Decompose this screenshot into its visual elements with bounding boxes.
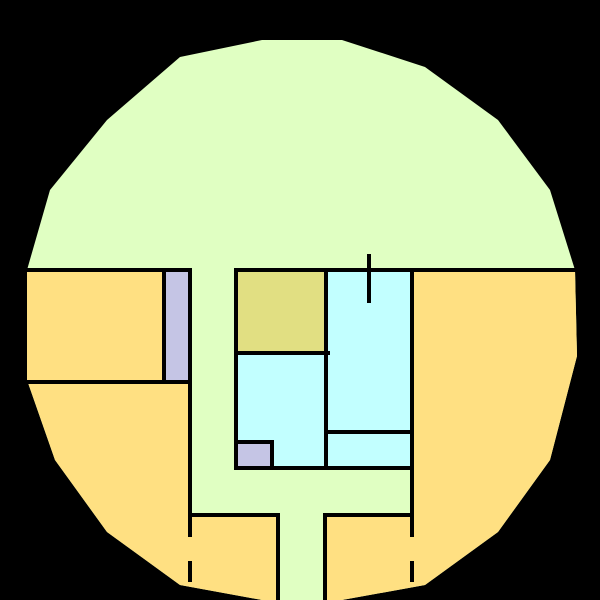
small-closet	[238, 442, 272, 468]
bottom-right-room	[325, 515, 412, 600]
wall-small-closet	[234, 440, 274, 470]
left-upper-room	[27, 270, 166, 382]
left-closet	[166, 272, 189, 382]
bottom-left-room	[190, 515, 278, 600]
olive-room	[238, 272, 326, 353]
walls	[25, 268, 579, 600]
cyan-room-right	[328, 272, 412, 468]
